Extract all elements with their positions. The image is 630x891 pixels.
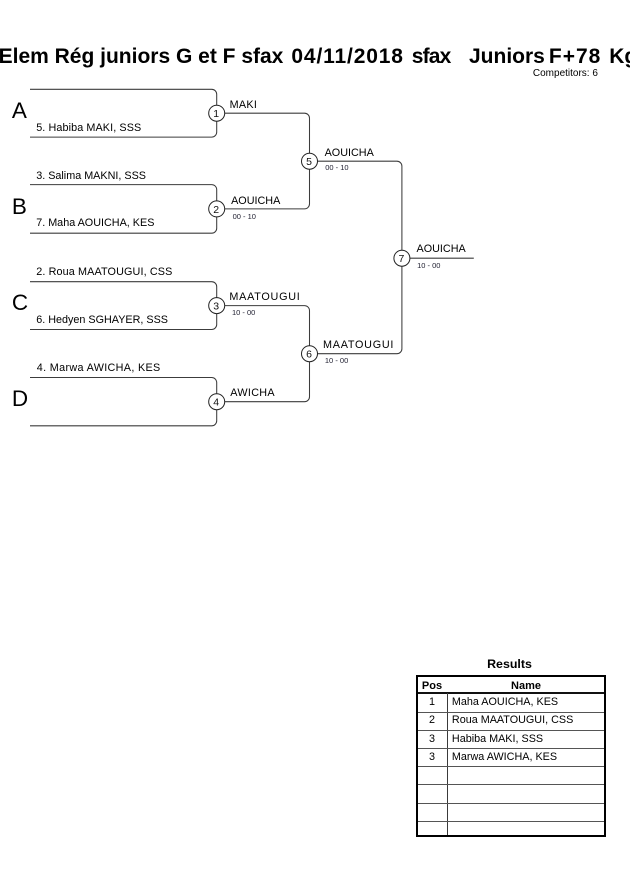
svg-text:3: 3	[213, 301, 219, 313]
svg-text:1: 1	[213, 108, 219, 120]
svg-text:4: 4	[213, 397, 219, 409]
svg-text:7: 7	[398, 253, 404, 265]
svg-text:6: 6	[306, 349, 312, 361]
svg-text:2: 2	[213, 204, 219, 216]
svg-text:5: 5	[306, 156, 312, 168]
